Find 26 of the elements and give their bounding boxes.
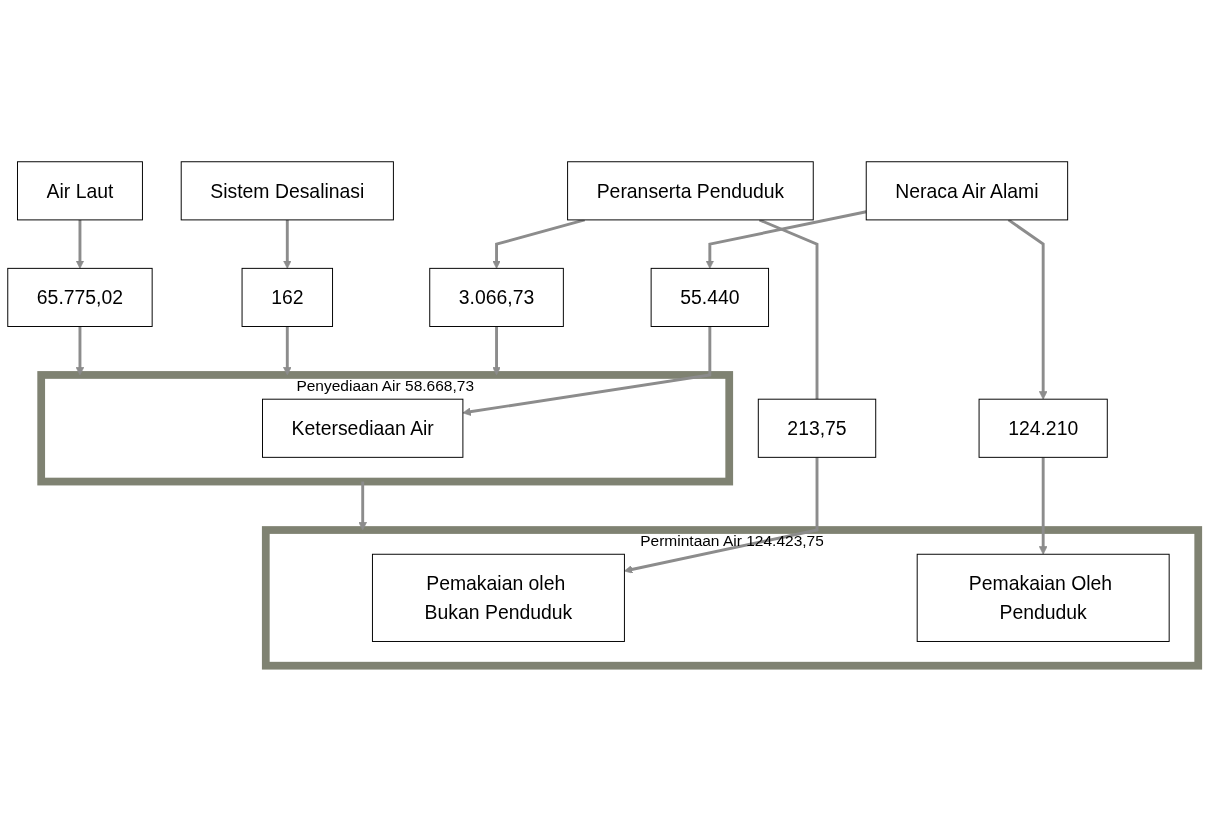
node-box: 65.775,02 — [7, 267, 153, 327]
arrow — [1038, 457, 1048, 555]
node-box: 213,75 — [757, 398, 877, 458]
arrow — [75, 219, 85, 269]
arrow — [283, 219, 292, 269]
node-box: Pemakaian Oleh Penduduk — [916, 553, 1170, 642]
arrow — [283, 326, 292, 376]
arrow — [1007, 218, 1048, 400]
node-box: 162 — [241, 267, 334, 327]
arrow — [624, 457, 819, 574]
node-box: 55.440 — [650, 267, 770, 327]
arrow — [358, 481, 367, 531]
node-box: Neraca Air Alami — [865, 161, 1069, 221]
connector — [758, 218, 819, 399]
arrow — [492, 326, 501, 376]
arrow — [462, 326, 712, 416]
node-box: Air Laut — [17, 161, 143, 221]
node-box: 3.066,73 — [429, 267, 564, 327]
arrow — [492, 218, 586, 269]
node-box: Ketersediaan Air — [262, 398, 464, 458]
node-box: 124.210 — [978, 398, 1108, 458]
node-box: Sistem Desalinasi — [180, 161, 394, 221]
node-box: Pemakaian oleh Bukan Penduduk — [371, 553, 625, 642]
arrow — [75, 326, 85, 376]
arrow — [705, 210, 867, 269]
node-box: Peranserta Penduduk — [567, 161, 814, 221]
